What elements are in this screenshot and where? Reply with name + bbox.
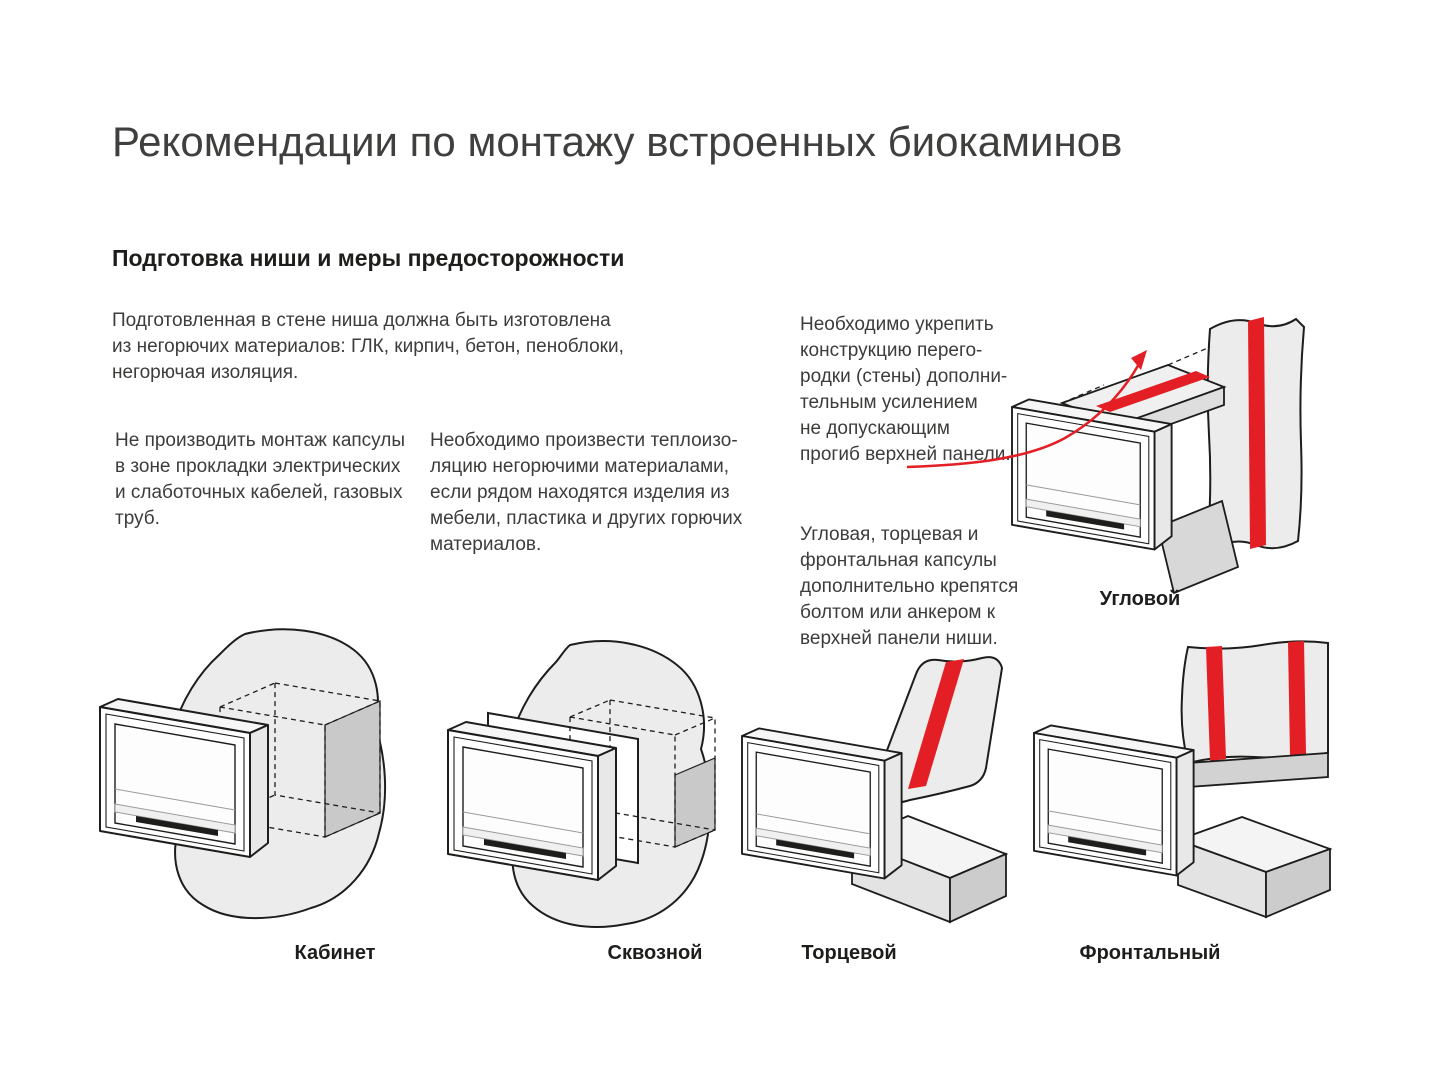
note-reinforcement: Необходимо укрепить конструкцию перего- … <box>800 314 1011 465</box>
diagram-label-tortsevoy: Торцевой <box>801 942 897 964</box>
paragraph-electrical: Не производить монтаж капсулы в зоне про… <box>115 430 406 529</box>
reinforcement-stripe-1 <box>1206 646 1226 761</box>
diagram-label-skvoznoy: Сквозной <box>607 942 703 964</box>
pointer-arrow <box>906 350 1147 469</box>
arrow-head <box>1131 350 1147 370</box>
capsule-illustration <box>1033 724 1195 877</box>
reinforcement-stripe-2 <box>1288 641 1306 756</box>
section-heading: Подготовка ниши и меры предосторожности <box>112 245 625 271</box>
reinforcement-stripe <box>908 659 964 789</box>
capsule-illustration <box>447 721 617 881</box>
paragraph-intro: Подготовленная в стене ниша должна быть … <box>112 310 624 383</box>
page-title: Рекомендации по монтажу встроенных биока… <box>112 118 1123 165</box>
note-anchoring: Угловая, торцевая и фронтальная капсулы … <box>800 524 1019 649</box>
paragraph-insulation: Необходимо произвести теплоизо- ляцию не… <box>430 430 743 555</box>
upper-wall-panel <box>1180 640 1329 765</box>
diagram-frontalny <box>1033 640 1333 919</box>
wall-beam <box>1175 816 1333 919</box>
diagram-label-kabinet: Кабинет <box>294 942 376 964</box>
diagram-uglovoy <box>1011 317 1306 595</box>
diagram-tortsevoy <box>741 656 1009 924</box>
diagram-label-frontalny: Фронтальный <box>1079 942 1221 964</box>
diagram-label-uglovoy: Угловой <box>1099 588 1181 610</box>
capsule-illustration <box>741 727 903 880</box>
reinforcement-stripe-header <box>1096 371 1210 412</box>
lower-wall-block <box>1156 499 1240 595</box>
diagram-skvoznoy <box>447 640 716 928</box>
capsule-illustration <box>99 698 269 858</box>
diagram-kabinet <box>99 628 387 920</box>
reinforcement-stripe-wall <box>1248 317 1266 549</box>
arrow-curve <box>906 363 1141 469</box>
